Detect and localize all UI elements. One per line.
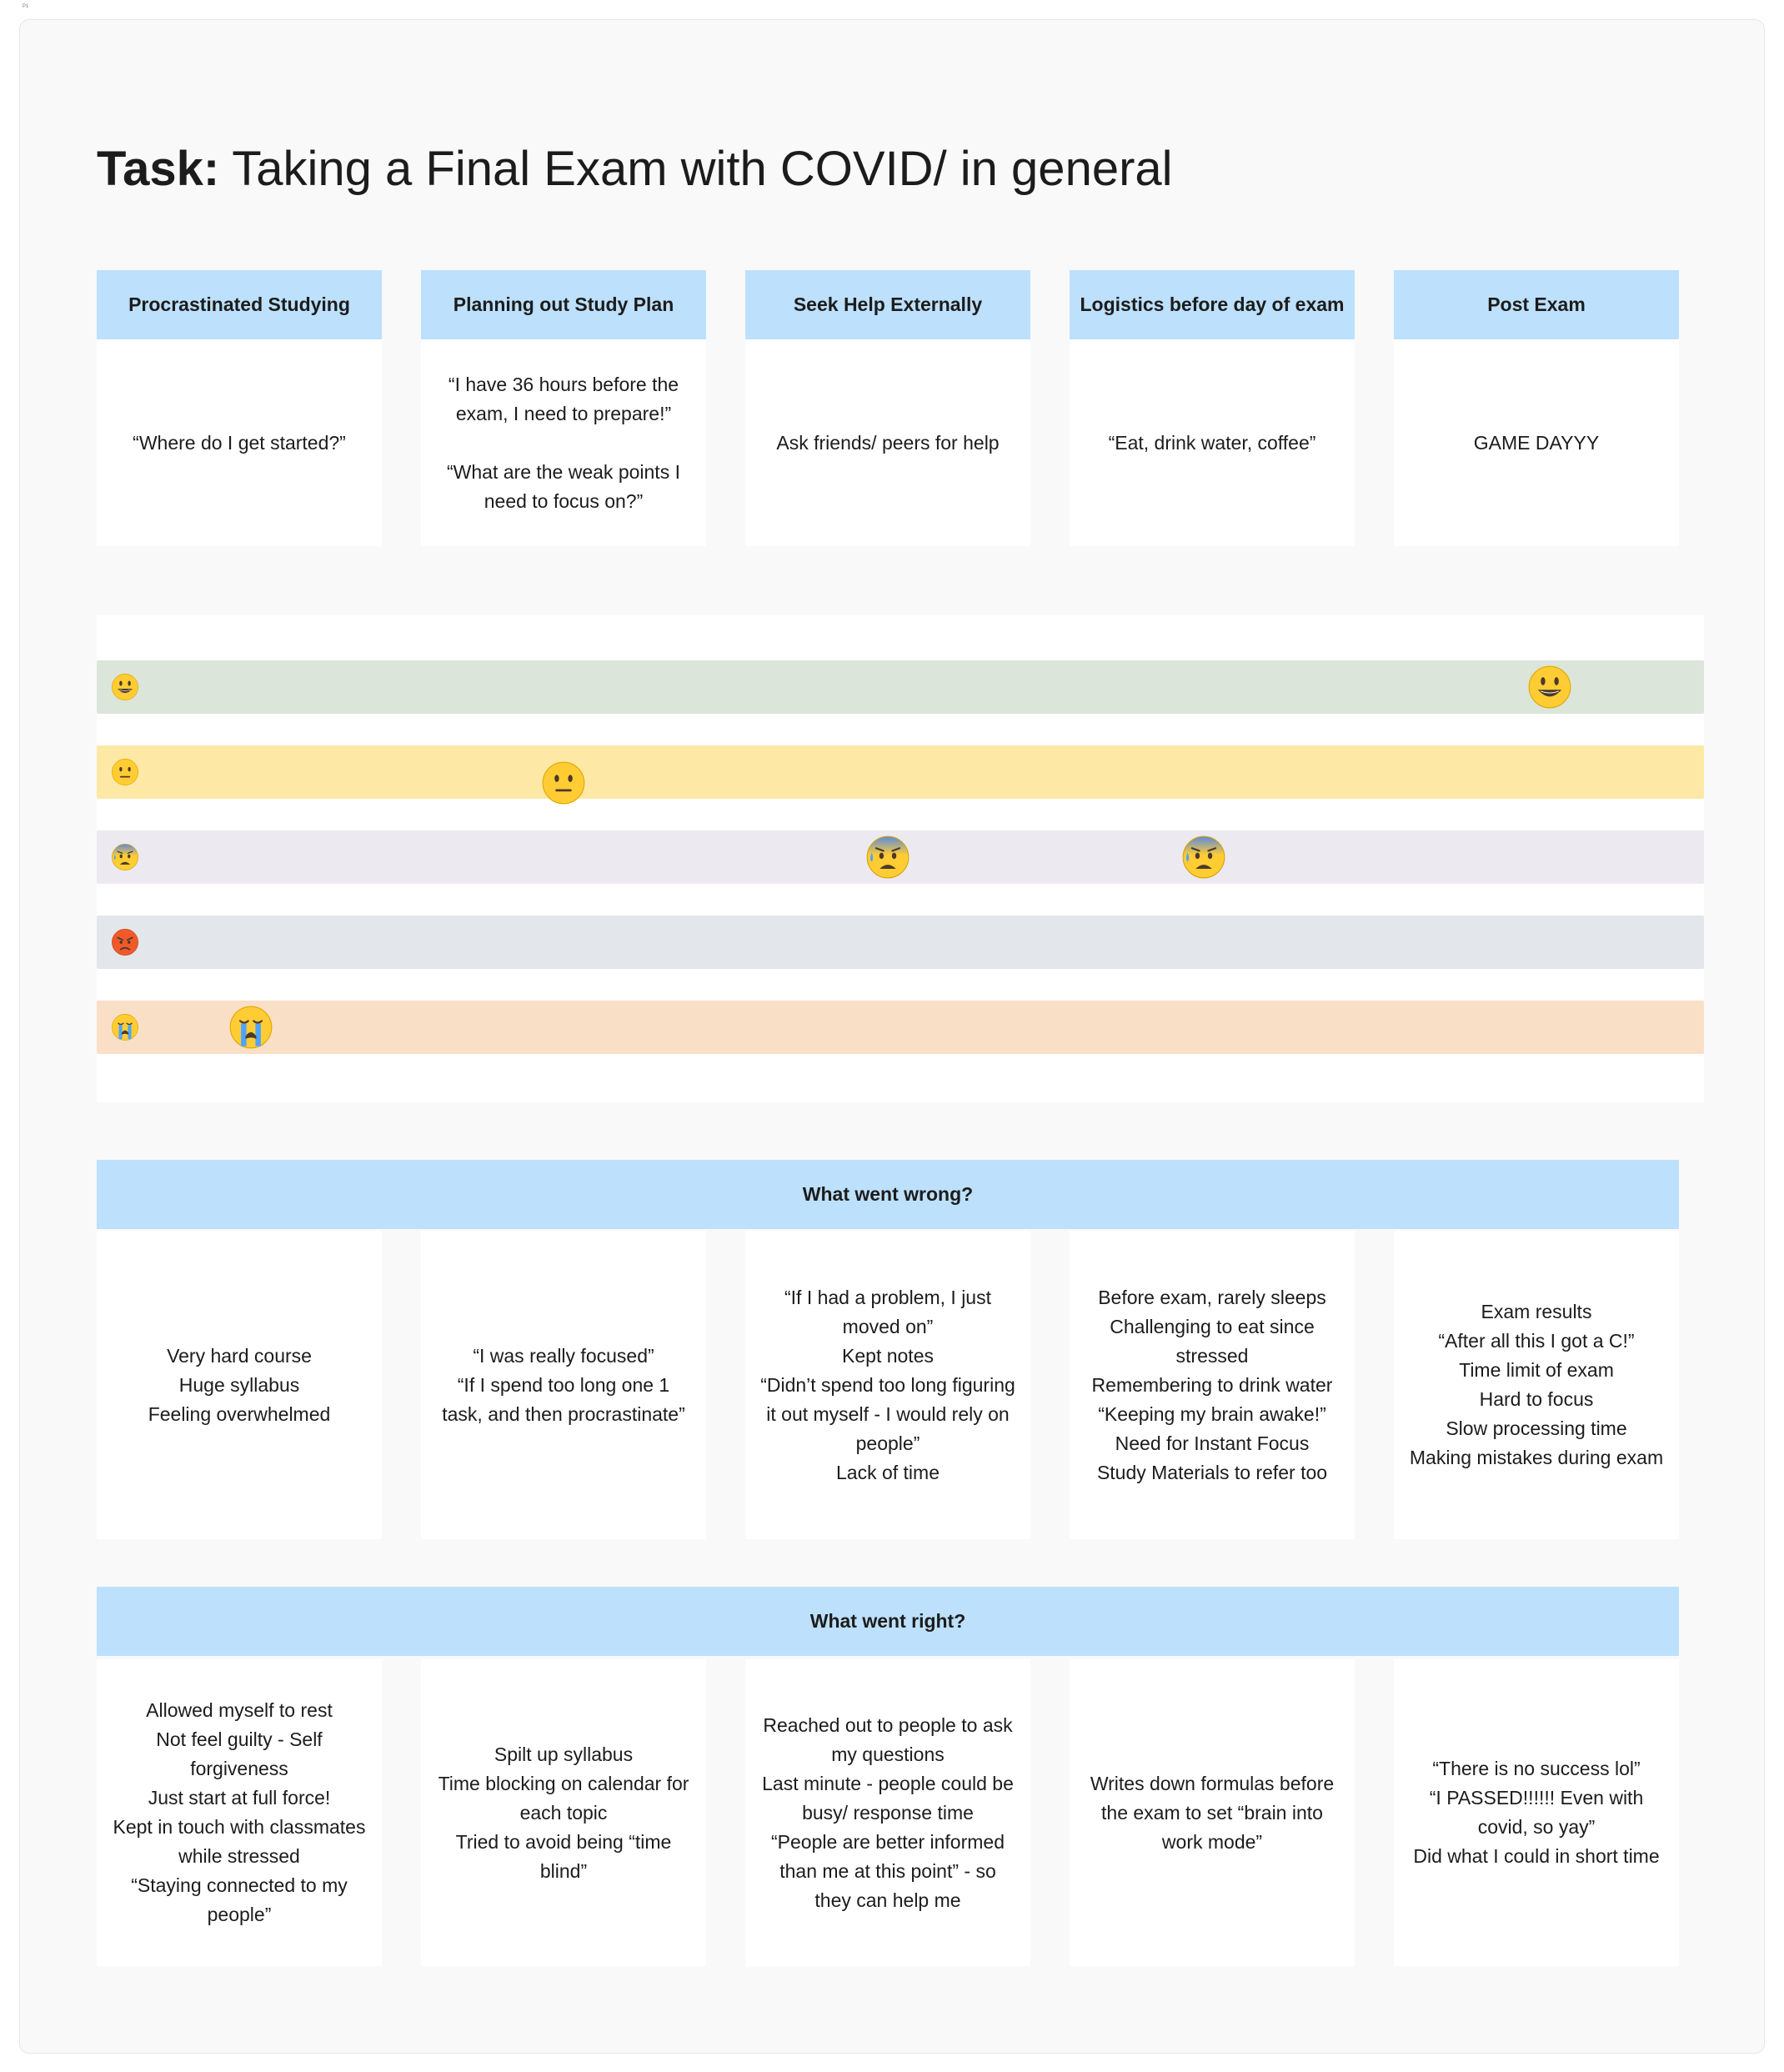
- right-card: Writes down formulas before the exam to …: [1070, 1659, 1355, 1966]
- title-prefix: Task:: [97, 142, 220, 196]
- wrong-card: Before exam, rarely sleeps Challenging t…: [1070, 1231, 1355, 1539]
- journey-point-crying-icon: [228, 1005, 273, 1050]
- emotion-band-happy: [97, 660, 1704, 714]
- right-card: Reached out to people to ask my question…: [745, 1659, 1030, 1966]
- stage-quote-card: “Eat, drink water, coffee”: [1070, 339, 1355, 546]
- emotion-band-neutral: [97, 745, 1704, 799]
- stage-header-procrastinated-studying: Procrastinated Studying: [97, 270, 382, 339]
- stage-header-logistics: Logistics before day of exam: [1070, 270, 1355, 339]
- stage-quote-card: Ask friends/ peers for help: [745, 339, 1030, 546]
- section-header-what-went-right: What went right?: [97, 1587, 1679, 1656]
- angry-face-icon: [111, 928, 139, 956]
- section-header-what-went-wrong: What went wrong?: [97, 1160, 1679, 1229]
- emotion-band-angry: [97, 916, 1704, 969]
- stage-header-post-exam: Post Exam: [1394, 270, 1679, 339]
- page-label: P1: [23, 4, 29, 9]
- anxious-sweat-face-icon: [111, 843, 139, 871]
- page-title: Task: Taking a Final Exam with COVID/ in…: [97, 140, 1173, 198]
- journey-point-anxious-icon: [1181, 835, 1226, 880]
- right-card: Spilt up syllabus Time blocking on calen…: [421, 1659, 706, 1966]
- emotion-band-crying: [97, 1001, 1704, 1054]
- stage-header-seek-help: Seek Help Externally: [745, 270, 1030, 339]
- stage-quote-card: GAME DAYYY: [1394, 339, 1679, 546]
- journey-point-anxious-icon: [865, 835, 910, 880]
- stage-quote-card: “I have 36 hours before the exam, I need…: [421, 339, 706, 546]
- title-text: Taking a Final Exam with COVID/ in gener…: [219, 142, 1173, 196]
- wrong-card: “I was really focused” “If I spend too l…: [421, 1231, 706, 1539]
- wrong-card: Exam results “After all this I got a C!”…: [1394, 1231, 1679, 1539]
- right-card: Allowed myself to rest Not feel guilty -…: [97, 1659, 382, 1966]
- right-card: “There is no success lol” “I PASSED!!!!!…: [1394, 1659, 1679, 1966]
- grinning-face-icon: [111, 673, 139, 701]
- wrong-card: “If I had a problem, I just moved on” Ke…: [745, 1231, 1030, 1539]
- neutral-face-icon: [111, 758, 139, 786]
- journey-point-neutral-icon: [541, 760, 586, 805]
- stage-header-planning-study-plan: Planning out Study Plan: [421, 270, 706, 339]
- wrong-card: Very hard course Huge syllabus Feeling o…: [97, 1231, 382, 1539]
- loudly-crying-face-icon: [111, 1013, 139, 1041]
- journey-point-happy-icon: [1527, 665, 1572, 710]
- stage-quote-card: “Where do I get started?”: [97, 339, 382, 546]
